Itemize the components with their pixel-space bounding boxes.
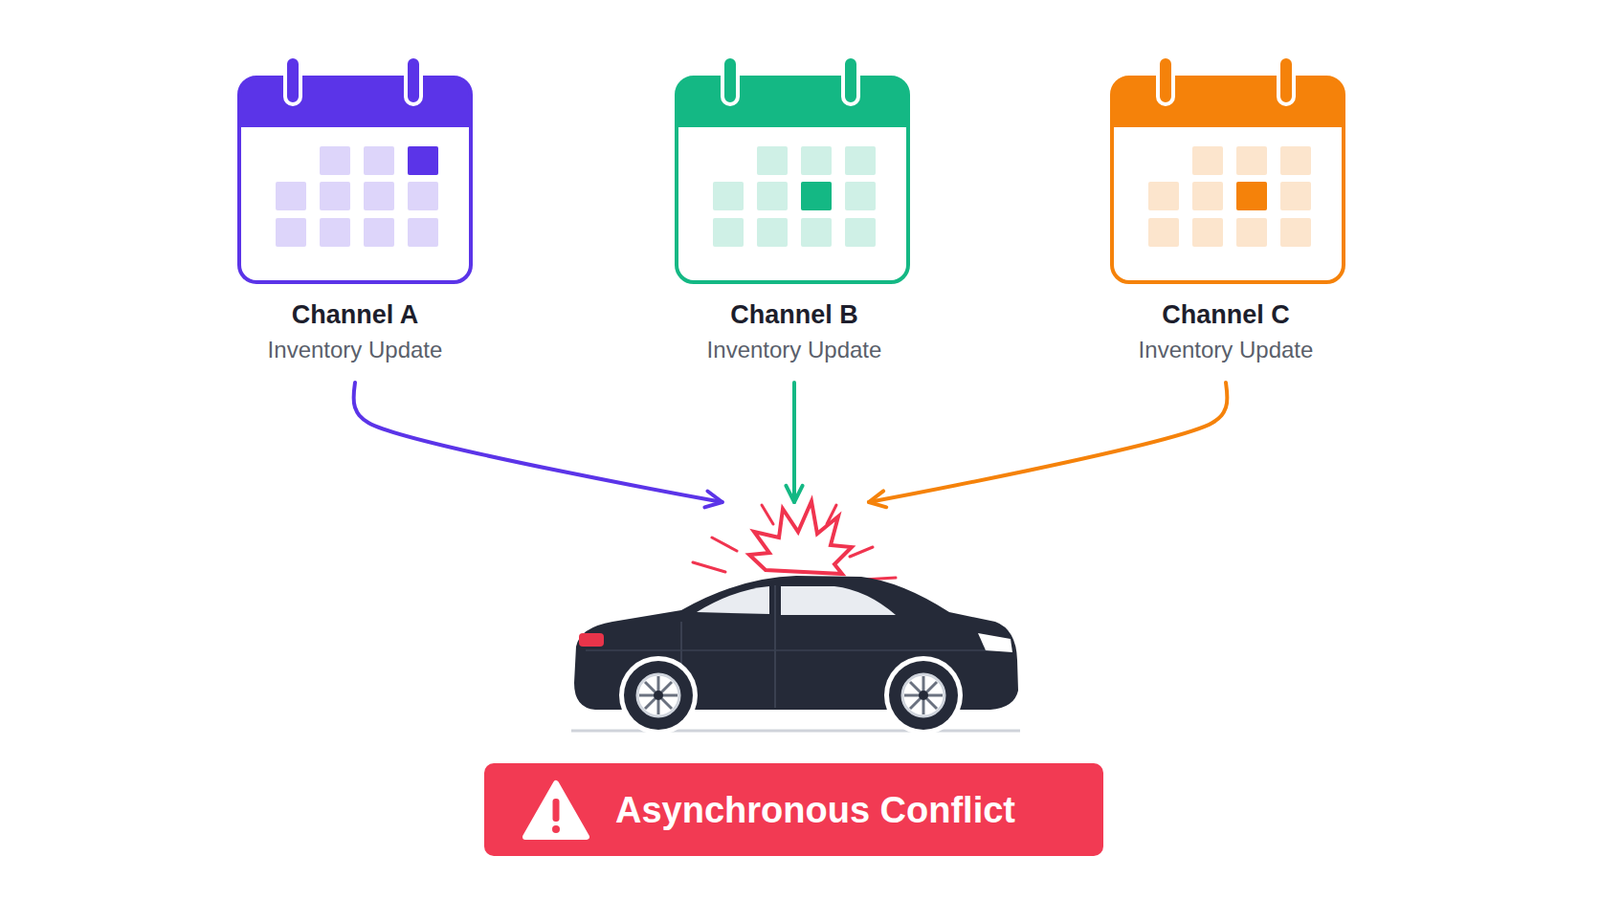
channel-node: Channel C Inventory Update xyxy=(1106,52,1346,383)
calendar-highlight xyxy=(1236,181,1267,211)
car-illustration xyxy=(571,576,1021,735)
flow-arrow xyxy=(354,382,723,503)
flow-arrow xyxy=(868,382,1227,503)
ground-line xyxy=(571,730,1021,734)
warning-dot xyxy=(552,825,560,834)
warning-icon xyxy=(522,779,590,842)
channel-node: Channel B Inventory Update xyxy=(674,52,914,383)
body-crease xyxy=(585,649,1005,652)
channel-title: Channel C xyxy=(1106,299,1346,331)
calendar-icon xyxy=(676,56,909,283)
burst-rays xyxy=(692,505,896,580)
channel-subtitle: Inventory Update xyxy=(235,335,475,365)
warning-triangle xyxy=(525,783,587,838)
conflict-node: Asynchronous Conflict xyxy=(478,502,1111,862)
car-window xyxy=(780,586,896,616)
car-wheel xyxy=(619,656,698,735)
head-light xyxy=(977,633,1013,653)
channel-node: Channel A Inventory Update xyxy=(235,52,475,383)
flow-arrow xyxy=(792,382,797,503)
door-line xyxy=(680,622,683,704)
channel-title: Channel A xyxy=(235,299,475,331)
conflict-burst xyxy=(692,501,896,580)
channel-subtitle: Inventory Update xyxy=(674,335,914,365)
warning-banner: Asynchronous Conflict xyxy=(484,763,1104,857)
car-window xyxy=(696,586,770,615)
door-line xyxy=(774,585,777,709)
car-wheel xyxy=(884,656,963,735)
channel-title: Channel B xyxy=(674,299,914,331)
calendar-highlight xyxy=(407,146,439,176)
warning-mark xyxy=(553,799,560,823)
channel-subtitle: Inventory Update xyxy=(1106,335,1346,365)
tail-light xyxy=(578,633,604,647)
calendar-icon xyxy=(1111,56,1344,283)
calendar-icon xyxy=(239,56,471,283)
banner-text: Asynchronous Conflict xyxy=(615,789,1016,832)
burst-star xyxy=(749,501,852,575)
calendar-highlight xyxy=(800,181,832,211)
car-body xyxy=(574,576,1019,711)
